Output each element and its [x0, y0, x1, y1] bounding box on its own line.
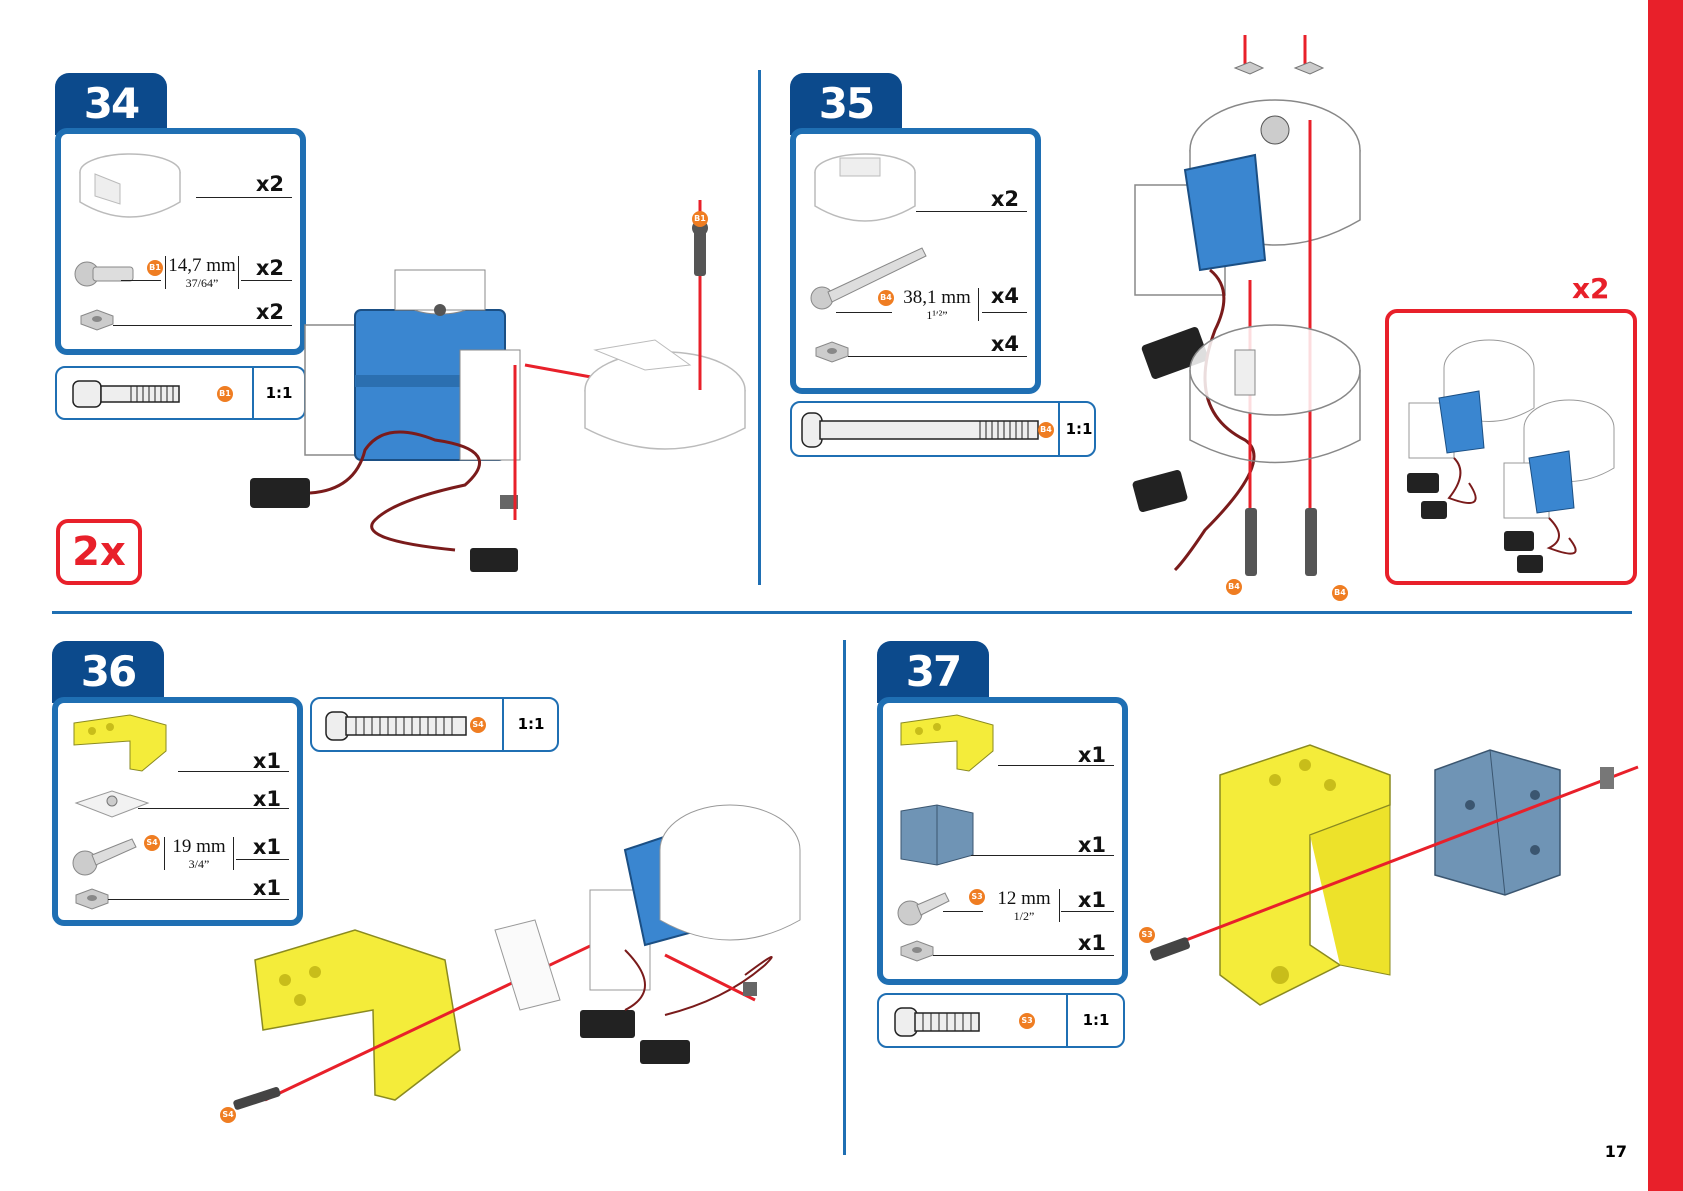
leader-line	[836, 312, 892, 313]
leader-line	[196, 197, 292, 198]
qty-label: x4	[991, 284, 1019, 308]
scale-ratio: 1:1	[1071, 995, 1121, 1046]
scale-badge: S3	[1019, 1013, 1035, 1029]
scale-ratio: 1:1	[1054, 403, 1104, 455]
step-number-35: 35	[790, 73, 902, 135]
qty-label: x2	[991, 187, 1019, 211]
screw-scale-icon	[893, 1004, 983, 1040]
dimension-inch: 1¹′²”	[896, 309, 978, 321]
qty-label: x1	[1078, 743, 1106, 767]
servo-horn-icon	[75, 144, 185, 234]
scale-ratio: 1:1	[506, 699, 556, 750]
nut-icon	[812, 338, 852, 366]
leader-line	[916, 211, 1027, 212]
part-badge: B1	[147, 260, 163, 276]
screw-scale-icon	[324, 708, 469, 744]
plate-icon	[72, 787, 152, 821]
nut-icon	[77, 306, 117, 334]
qty-label: x1	[1078, 833, 1106, 857]
callout-badge: B1	[692, 211, 708, 227]
dimension-mm: 19 mm	[172, 836, 225, 857]
part-badge: S3	[969, 889, 985, 905]
nut-icon	[72, 885, 112, 913]
step-number-37: 37	[877, 641, 989, 703]
multiplier-label: x2	[1572, 272, 1610, 305]
screw-scale-icon	[71, 377, 181, 411]
part-badge: S4	[144, 835, 160, 851]
step-number-34: 34	[55, 73, 167, 135]
long-screw-scale-icon	[800, 411, 1040, 449]
qty-label: x2	[256, 172, 284, 196]
dimension-mm: 14,7 mm	[168, 255, 236, 276]
dimension-label: 14,7 mm 37/64”	[165, 256, 239, 289]
dimension-mm: 38,1 mm	[903, 287, 971, 308]
qty-label: x1	[1078, 931, 1106, 955]
horizontal-divider	[52, 611, 1632, 614]
nut-icon	[897, 937, 937, 965]
dimension-inch: 3/4”	[165, 858, 233, 870]
parts-list-37: x1 x1 S3 12 mm 1/2” x1 x1	[877, 697, 1128, 985]
servo-horn-icon	[810, 144, 920, 239]
scale-badge: S4	[470, 717, 486, 733]
callout-badge: B4	[1226, 579, 1242, 595]
parts-list-35: x2 B4 38,1 mm 1¹′²” x4 x4	[790, 128, 1041, 394]
scale-badge: B4	[1038, 422, 1054, 438]
scale-separator	[1066, 995, 1068, 1046]
part-badge: B4	[878, 290, 894, 306]
scale-box-37: S3 1:1	[877, 993, 1125, 1048]
bracket-assembly-illustration-37	[1140, 735, 1640, 1035]
leader-line	[121, 280, 161, 281]
page-number: 17	[1605, 1142, 1627, 1161]
scale-box-35: B4 1:1	[790, 401, 1096, 457]
scale-badge: B1	[217, 386, 233, 402]
leader-line	[943, 911, 983, 912]
dimension-label: 12 mm 1/2”	[989, 889, 1060, 922]
callout-badge: S3	[1139, 927, 1155, 943]
screw-icon	[897, 887, 953, 927]
dimension-inch: 1/2”	[989, 910, 1059, 922]
dimension-label: 38,1 mm 1¹′²”	[896, 288, 979, 321]
scale-separator	[502, 699, 504, 750]
dimension-label: 19 mm 3/4”	[164, 837, 234, 870]
step-number-36: 36	[52, 641, 164, 703]
yellow-bracket-icon	[897, 711, 997, 775]
side-color-bar	[1648, 0, 1683, 1191]
result-preview-box	[1385, 309, 1637, 585]
bracket-servo-assembly-illustration-36	[225, 760, 845, 1130]
leader-line	[982, 312, 1027, 313]
leader-line	[933, 955, 1114, 956]
callout-badge: S4	[220, 1107, 236, 1123]
servo-horn-assembly-illustration-35	[1125, 30, 1385, 610]
leader-line	[848, 356, 1027, 357]
qty-label: x1	[1078, 888, 1106, 912]
screw-icon	[72, 833, 138, 877]
callout-badge: B4	[1332, 585, 1348, 601]
qty-label: x4	[991, 332, 1019, 356]
screw-icon	[75, 257, 135, 291]
dimension-mm: 12 mm	[997, 888, 1050, 909]
dimension-inch: 37/64”	[166, 277, 238, 289]
repeat-2x-label: 2x	[56, 519, 142, 585]
yellow-bracket-icon	[70, 711, 170, 777]
blue-bracket-icon	[897, 803, 977, 869]
scale-box-36: S4 1:1	[310, 697, 559, 752]
servo-assembly-illustration-34	[245, 200, 765, 580]
two-servo-assemblies-icon	[1399, 323, 1629, 573]
